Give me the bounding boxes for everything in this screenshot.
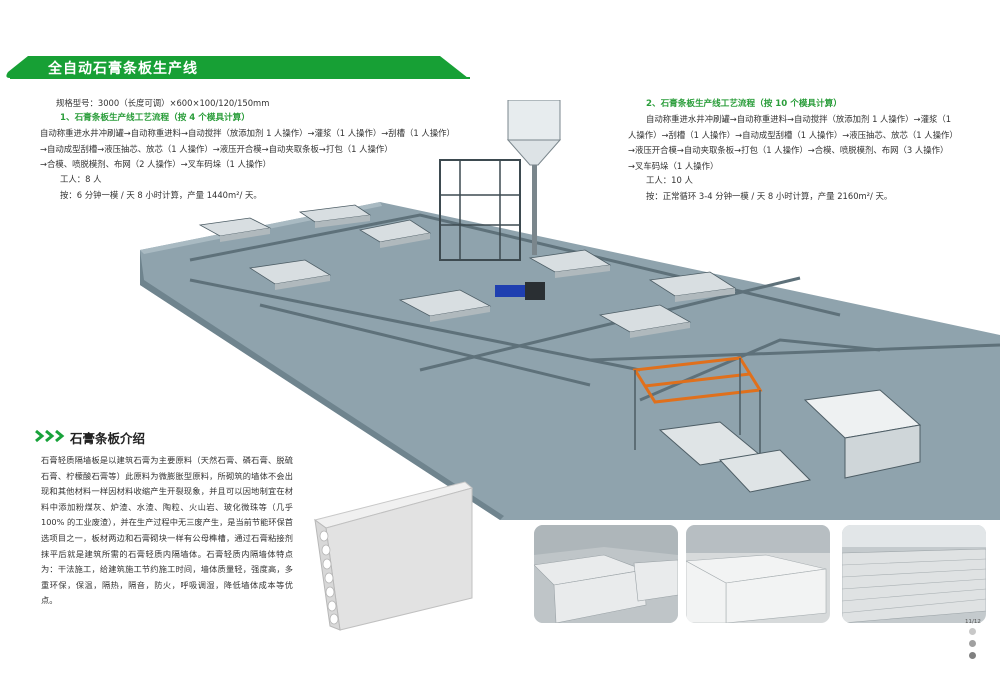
factory-photo xyxy=(842,525,986,623)
gypsum-board-illustration xyxy=(313,481,474,631)
process1-line: →合模、喷脱模剂、布网（2 人操作）→叉车码垛（1 人操作） xyxy=(40,159,272,169)
process1-output: 按：6 分钟一模 / 天 8 小时计算，产量 1440m²/ 天。 xyxy=(60,190,262,200)
intro-body: 石膏轻质隔墙板是以建筑石膏为主要原料（天然石膏、磷石膏、脱硫石膏、柠檬酸石膏等）… xyxy=(41,455,293,606)
process2-workers: 工人：10 人 xyxy=(646,175,693,185)
mold-units xyxy=(198,204,737,338)
process2-line: →叉车码垛（1 人操作） xyxy=(628,160,719,171)
intro-title: 石膏条板介绍 xyxy=(70,431,146,446)
factory-photo xyxy=(686,525,830,623)
factory-photo xyxy=(534,525,678,623)
process1-line: 自动称重进水井冲刷罐→自动称重进料→自动搅拌（放添加剂 1 人操作）→灌浆（1 … xyxy=(40,128,455,138)
mixing-tower xyxy=(439,100,562,261)
stacked-boards xyxy=(658,389,922,493)
page-dot xyxy=(969,652,976,659)
page-dot xyxy=(969,640,976,647)
process2-line: 人操作）→刮槽（1 人操作）→自动成型刮槽（1 人操作）→液压抽芯、放芯（1 人… xyxy=(628,129,958,140)
process2-output: 按：正常循环 3-4 分钟一模 / 天 8 小时计算，产量 2160m²/ 天。 xyxy=(646,191,893,201)
process1-steps: 自动称重进水井冲刷罐→自动称重进料→自动搅拌（放添加剂 1 人操作）→灌浆（1 … xyxy=(40,126,455,173)
page-dot xyxy=(969,628,976,635)
control-console xyxy=(495,285,525,297)
process1-workers: 工人：8 人 xyxy=(60,174,102,184)
process1-heading: 1、石膏条板生产线工艺流程（按 4 个模具计算） xyxy=(60,113,250,123)
process2-heading: 2、石膏条板生产线工艺流程（按 10 个模具计算） xyxy=(646,99,842,109)
production-line-illustration xyxy=(140,100,1000,520)
page-number: 11/12 xyxy=(965,619,981,625)
process1-line: →自动成型刮槽→液压抽芯、放芯（1 人操作）→液压开合模→自动夹取条板→打包（1… xyxy=(40,143,393,154)
spec-line: 规格型号：3000（长度可调）×600×100/120/150mm xyxy=(56,98,270,108)
process2-line: 自动称重进水井冲刷罐→自动称重进料→自动搅拌（放添加剂 1 人操作）→灌浆（1 xyxy=(646,114,952,124)
double-chevron-icon xyxy=(35,429,65,443)
process2-steps: 自动称重进水井冲刷罐→自动称重进料→自动搅拌（放添加剂 1 人操作）→灌浆（1 … xyxy=(628,112,958,174)
page-title: 全自动石膏条板生产线 xyxy=(48,61,198,77)
title-banner xyxy=(6,56,470,79)
process2-line: →液压开合模→自动夹取条板→打包（1 人操作）→合模、喷脱模剂、布网（3 人操作… xyxy=(628,145,949,155)
